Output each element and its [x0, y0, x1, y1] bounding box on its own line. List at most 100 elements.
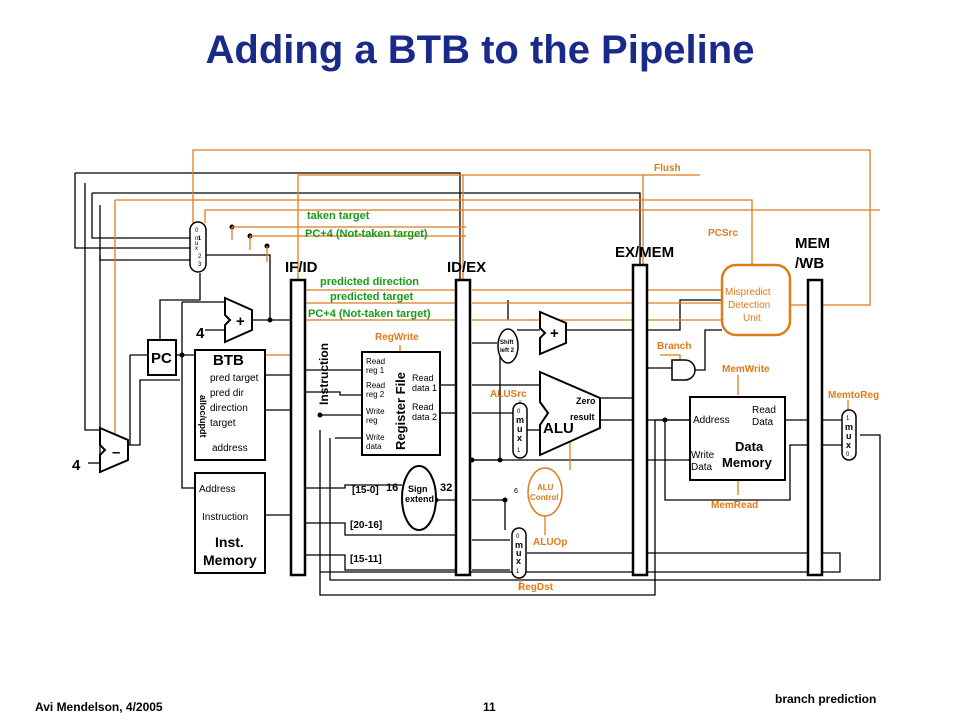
- shift-left-2: [497, 328, 519, 364]
- pcsrc-label: PCSrc: [708, 228, 738, 239]
- memtoreg-mux: [841, 409, 857, 461]
- regdst-mux: [511, 527, 527, 579]
- field-15-11: [15-11]: [350, 554, 382, 565]
- memtoreg-mux-1: 1: [846, 416, 850, 422]
- rf-read-reg2-b: reg 2: [366, 390, 385, 399]
- idex-register: [454, 278, 472, 577]
- memtoreg-mux-x: x: [846, 440, 851, 450]
- bits-16: 16: [386, 482, 398, 494]
- memwb-register: [806, 278, 824, 577]
- aluop-label: ALUOp: [533, 537, 567, 548]
- alusrc-mux: [512, 402, 528, 459]
- pc4-top-label: PC+4 (Not-taken target): [305, 228, 428, 240]
- alusrc-mux-1: 1: [517, 448, 521, 454]
- dmem-write-1: Write: [691, 450, 715, 461]
- memtoreg-mux-0: 0: [846, 452, 850, 458]
- four-const-a: 4: [196, 325, 205, 342]
- sign-extend-2: extend: [405, 494, 434, 504]
- and-to-mispredict: [695, 329, 722, 371]
- alu-control-2: Control: [530, 493, 558, 502]
- four-const-b: 4: [72, 457, 81, 474]
- btb-target: target: [210, 418, 236, 429]
- exmem-label: EX/MEM: [615, 244, 674, 261]
- imem-title-2: Memory: [203, 552, 257, 568]
- pc-mux-m: m: [195, 236, 200, 242]
- dmem-write-2: Data: [691, 462, 713, 473]
- rf-write-data-b: data: [366, 442, 382, 451]
- regdst-mux-x: x: [516, 556, 521, 566]
- imem-address: Address: [199, 484, 236, 495]
- regdst-mux-u: u: [516, 548, 522, 558]
- dmem-read-1: Read: [752, 405, 776, 416]
- pc-mux-u: u: [195, 241, 198, 247]
- rf-read-reg1-a: Read: [366, 357, 385, 366]
- imem-title-1: Inst.: [215, 534, 244, 550]
- inst-memory: [194, 472, 266, 574]
- btb-block: [194, 349, 266, 461]
- pc-mux-2: 2: [198, 254, 202, 260]
- alusrc-mux-u: u: [517, 424, 523, 434]
- alu-control-1: ALU: [537, 483, 554, 492]
- pc-mux-0: 0: [195, 228, 199, 234]
- field-20-16: [20-16]: [350, 520, 382, 531]
- btb-direction: direction: [210, 403, 248, 414]
- btb-address: address: [212, 443, 248, 454]
- rf-read-data1-a: Read: [412, 373, 434, 383]
- regwrite-label: RegWrite: [375, 332, 419, 343]
- rf-read-data2-b: data 2: [412, 412, 437, 422]
- alu-label: ALU: [543, 420, 574, 437]
- idex-label: ID/EX: [447, 259, 486, 276]
- minus-unit: [99, 426, 129, 474]
- minus-unit-sign: –: [112, 444, 120, 461]
- rf-write-reg-b: reg: [366, 416, 378, 425]
- mispredict-unit: [720, 263, 792, 337]
- branch-and-gate: [671, 359, 696, 381]
- memtoreg-mux-m: m: [845, 422, 853, 432]
- dmem-read-2: Data: [752, 417, 774, 428]
- ifid-label: IF/ID: [285, 259, 318, 276]
- btb-pred-target: pred target: [210, 373, 259, 384]
- pc-mux-3: 3: [198, 262, 202, 268]
- mispredict-3: Unit: [743, 313, 761, 324]
- junction-dots: [179, 224, 668, 503]
- rf-write-reg-a: Write: [366, 407, 385, 416]
- memread-label: MemRead: [711, 500, 758, 511]
- regdst-label: RegDst: [518, 582, 554, 593]
- data-memory: [689, 396, 786, 481]
- dmem-title-1: Data: [735, 439, 764, 454]
- footer-author: Avi Mendelson, 4/2005: [35, 700, 163, 714]
- flush-label: Flush: [654, 163, 681, 174]
- bits-32: 32: [440, 482, 452, 494]
- pc-label: PC: [151, 350, 172, 367]
- alusrc-mux-0: 0: [517, 409, 521, 415]
- dmem-address: Address: [693, 415, 730, 426]
- shift-1: Shift: [500, 340, 513, 346]
- control-wires: [114, 149, 880, 590]
- pc-register: [147, 339, 177, 376]
- alu-zero: Zero: [576, 396, 596, 406]
- regdst-mux-0: 0: [516, 534, 520, 540]
- btb-pred-dir: pred dir: [210, 388, 245, 399]
- field-15-0: [15-0]: [352, 485, 379, 496]
- rf-read-data2-a: Read: [412, 402, 434, 412]
- btb-title: BTB: [213, 352, 244, 369]
- rf-title: Register File: [393, 372, 408, 450]
- memwrite-label: MemWrite: [722, 364, 770, 375]
- memtoreg-mux-u: u: [846, 431, 852, 441]
- ifid-register: [289, 278, 307, 577]
- regdst-mux-m: m: [515, 540, 523, 550]
- alu: [539, 370, 601, 457]
- memwb-label-1: MEM: [795, 235, 830, 252]
- alu-result: result: [570, 412, 595, 422]
- pc-mux-x: x: [195, 246, 198, 252]
- shift-2: left 2: [500, 348, 515, 354]
- memtoreg-label: MemtoReg: [828, 390, 879, 401]
- branch-adder: [539, 310, 567, 356]
- alusrc-mux-x: x: [517, 433, 522, 443]
- footer-page-number: 11: [483, 700, 496, 714]
- footer-topic: branch prediction: [775, 692, 877, 706]
- pc-source-mux: [189, 221, 207, 273]
- memwb-label-2: /WB: [795, 255, 824, 272]
- rf-write-data-a: Write: [366, 433, 385, 442]
